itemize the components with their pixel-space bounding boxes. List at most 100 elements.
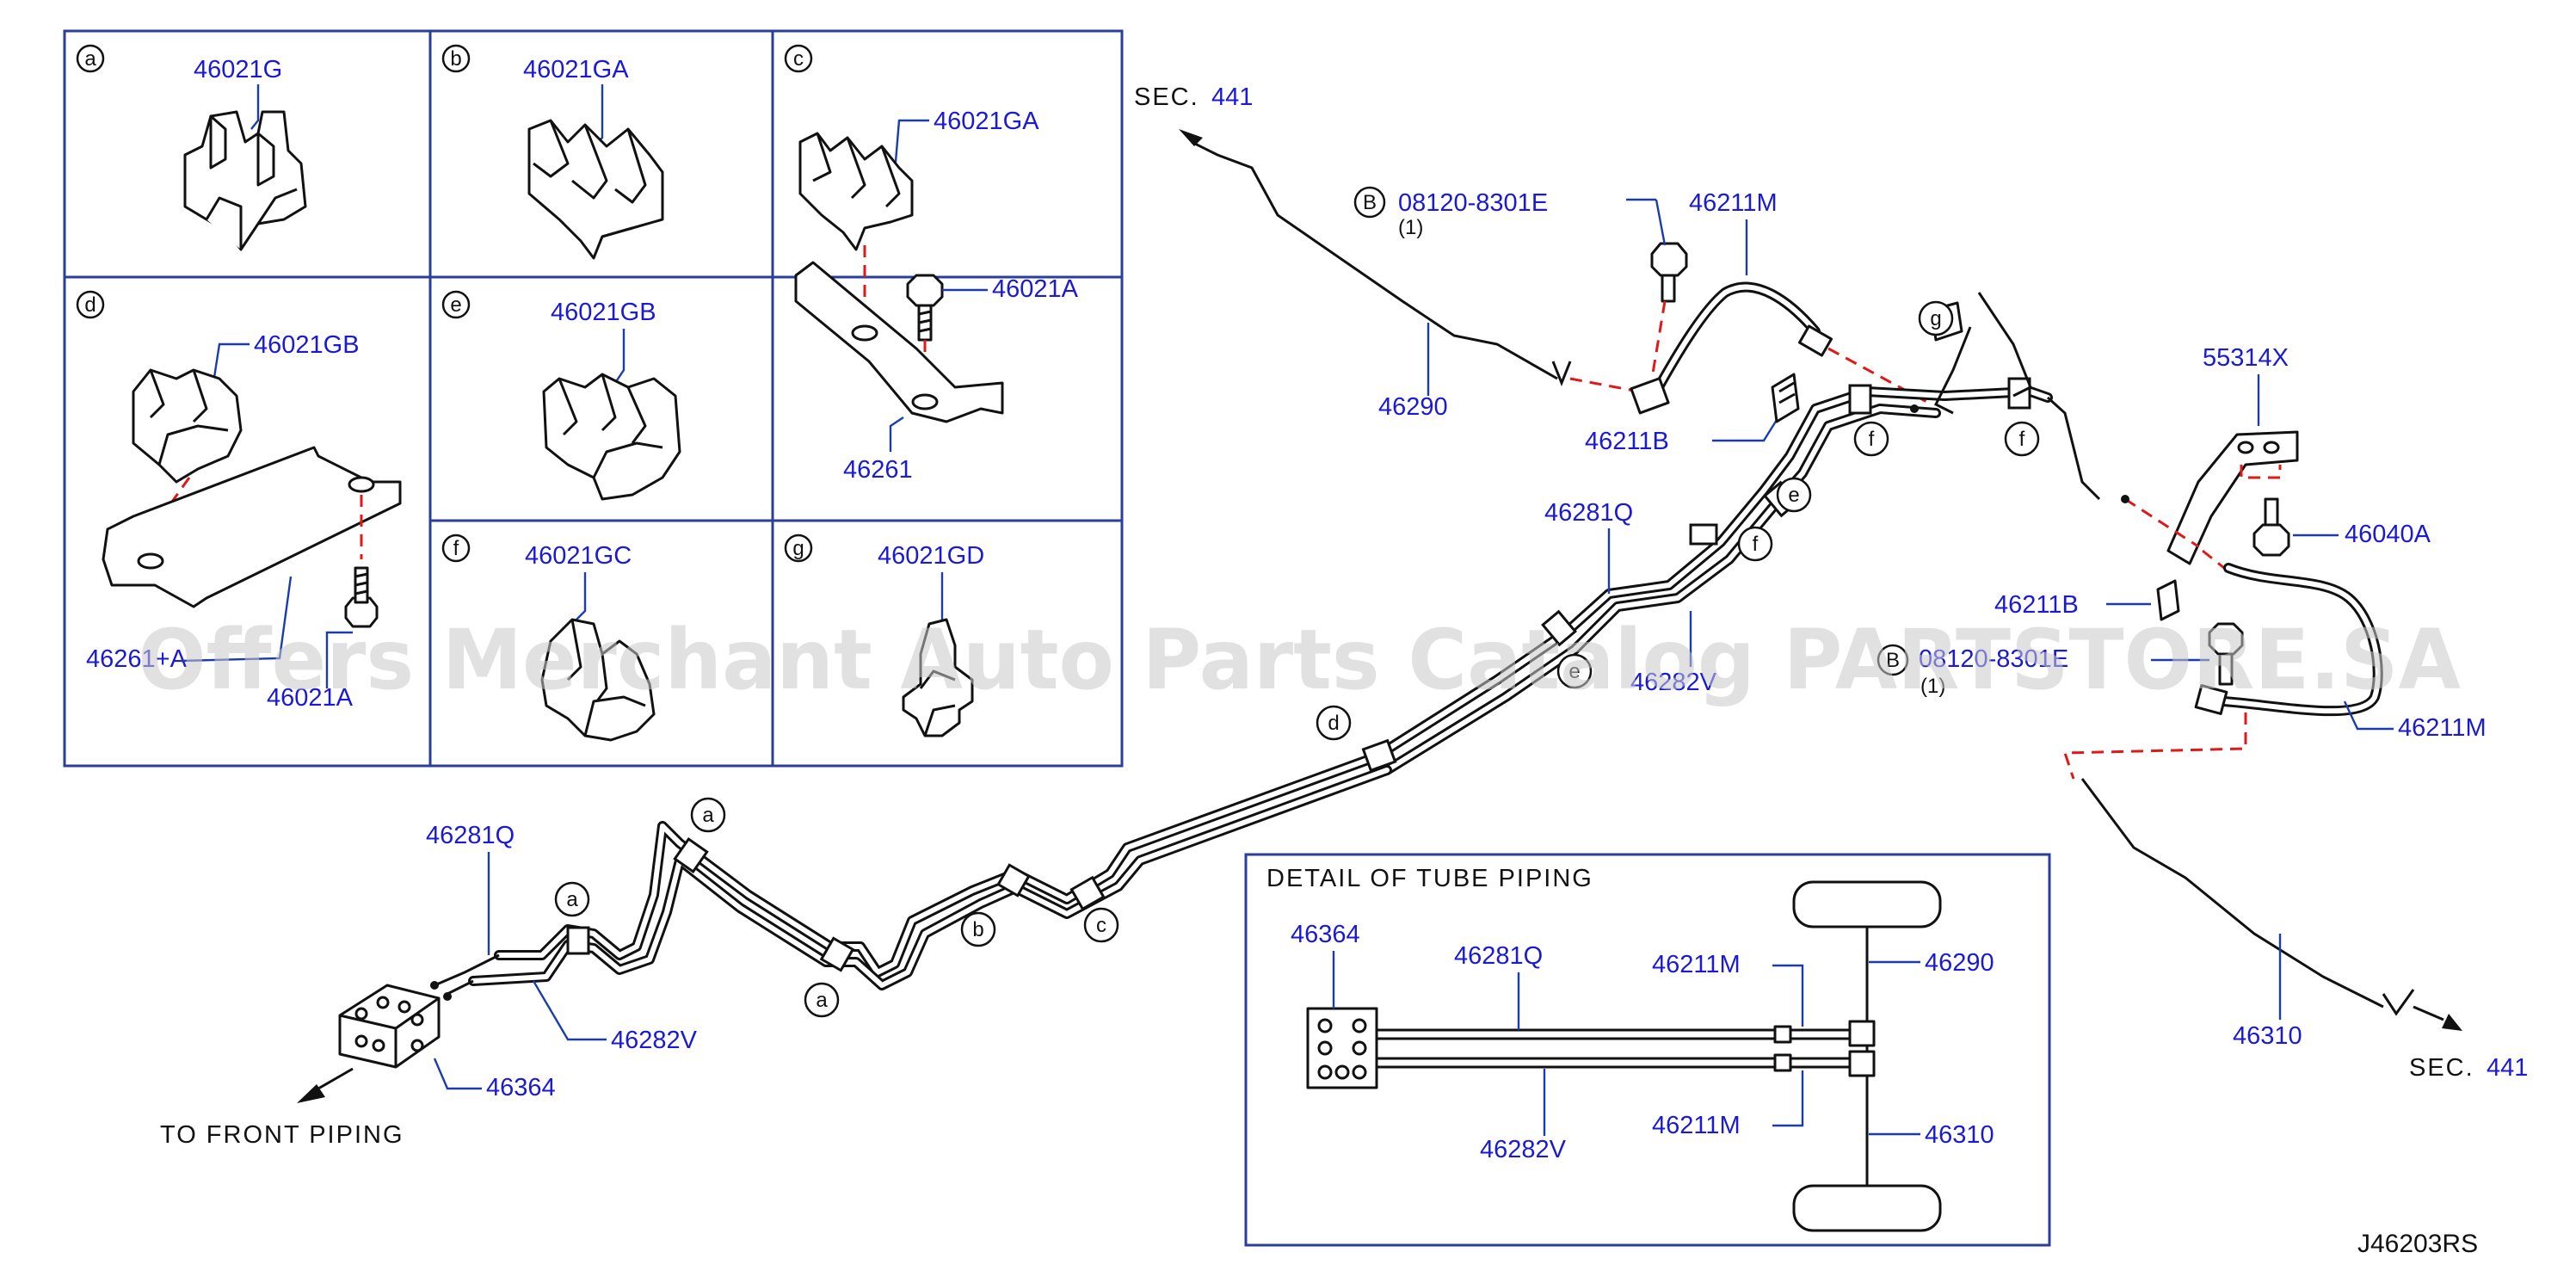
- detail-frame: [1244, 853, 2051, 1247]
- tube-46290-label: 46290: [1378, 393, 1448, 421]
- marker-f2: f: [2019, 428, 2025, 451]
- clip-b: [996, 863, 1031, 898]
- bolt-top-qty: (1): [1398, 216, 1423, 239]
- panel-e-part: 46021GB: [551, 299, 656, 326]
- bolt-top-marker: B: [1363, 191, 1377, 214]
- clip-f1: [1848, 384, 1872, 415]
- clip-d: [1361, 738, 1397, 773]
- tube-46310-label: 46310: [2233, 1022, 2302, 1050]
- bolt-top-code: 08120-8301E: [1398, 189, 1548, 217]
- sec-bottom-number: 441: [2487, 1054, 2528, 1082]
- hose-top-label: 46211M: [1689, 189, 1778, 217]
- panel-c-bolt: 46021A: [992, 275, 1079, 303]
- drawing-code: J46203RS: [2357, 1230, 2478, 1258]
- panels-frame: [63, 29, 1124, 768]
- sec-top-label: SEC.: [1134, 83, 1199, 111]
- tube-46310: [2080, 778, 2384, 1009]
- detail-wheel-bottom: [1792, 1184, 1942, 1232]
- panel-f-letter: f: [453, 537, 459, 560]
- detail-hose-upper-label: 46211M: [1652, 951, 1741, 978]
- bolt-mid-qty: (1): [1920, 675, 1945, 698]
- clip-a1: [673, 836, 709, 874]
- bolt-mid-icon: [2208, 622, 2244, 686]
- clip-46211b-top-label: 46211B: [1585, 428, 1669, 455]
- clip-letter-markers: g f f e f e d a a a b c: [554, 300, 2040, 1018]
- clip-c: [1069, 875, 1106, 911]
- panel-b-part: 46021GA: [523, 56, 629, 83]
- panel-d-letter: d: [84, 293, 96, 317]
- panel-c-bracket: 46261: [843, 456, 913, 484]
- panel-f: f 46021GC: [441, 534, 656, 742]
- bolt-46021a-c-icon: [906, 274, 944, 342]
- clip-46021g-icon: [183, 110, 307, 251]
- panel-a-letter: a: [84, 47, 96, 71]
- clip-e2: [1541, 609, 1577, 647]
- tube-282-lower-label: 46282V: [611, 1027, 698, 1054]
- marker-b: b: [972, 918, 983, 941]
- detail-wheel-top: [1792, 880, 1942, 928]
- clip-46021gb-e-icon: [542, 373, 681, 501]
- tube-281-upper-label: 46281Q: [1544, 499, 1633, 527]
- front-arrow-icon: [297, 1084, 325, 1103]
- bracket-55314x-icon: [2166, 430, 2299, 565]
- detail-tube-upper-label: 46290: [1925, 949, 1994, 977]
- marker-c: c: [1096, 914, 1106, 937]
- clip-46211b-right-label: 46211B: [1994, 591, 2079, 619]
- panel-b: b 46021GA: [441, 44, 664, 260]
- marker-a3: a: [816, 989, 828, 1012]
- clip-a2: [566, 926, 590, 955]
- marker-a2: a: [566, 888, 578, 911]
- bolt-mid-code: 08120-8301E: [1919, 645, 2068, 673]
- detail-tube-piping: DETAIL OF TUBE PIPING 46364 46281Q 46282…: [1244, 853, 2051, 1247]
- junction-label: 46364: [486, 1074, 556, 1101]
- tube-281-lower-label: 46281Q: [426, 822, 515, 849]
- tube-46281q-lower: [494, 752, 1380, 978]
- panel-e: e 46021GB: [441, 290, 681, 501]
- panel-g-part: 46021GD: [878, 542, 984, 570]
- panel-d-bolt: 46021A: [267, 684, 354, 712]
- bolt-46040a-icon: [2252, 497, 2290, 557]
- bracket-46261-icon: [794, 261, 1004, 423]
- clip-panels-grid: a 46021G b 46021GA: [63, 29, 1124, 768]
- detail-title: DETAIL OF TUBE PIPING: [1266, 865, 1593, 892]
- marker-g: g: [1930, 307, 1941, 330]
- tube-282-upper-label: 46282V: [1630, 669, 1717, 696]
- clip-46021gb-d-icon: [132, 368, 243, 484]
- clip-46021ga-icon: [527, 119, 664, 260]
- tube-46290: [1191, 140, 1558, 380]
- marker-a1: a: [702, 804, 714, 827]
- watermark: Offers Merchant Auto Parts Catalog PARTS…: [138, 612, 2461, 708]
- sec-top-number: 441: [1211, 83, 1253, 111]
- marker-f3: f: [1753, 533, 1759, 556]
- panel-c-letter: c: [793, 47, 804, 71]
- panel-a: a 46021G: [76, 44, 307, 251]
- clip-46021gd-icon: [902, 618, 974, 737]
- clip-a3: [819, 936, 855, 972]
- sec-top-arrow-icon: [1179, 129, 1203, 146]
- detail-hose-lower-label: 46211M: [1652, 1112, 1741, 1139]
- sec-bottom-label: SEC.: [2409, 1054, 2474, 1082]
- panel-d-bracket: 46261+A: [86, 645, 188, 673]
- detail-junction-label: 46364: [1291, 921, 1360, 948]
- panel-g-letter: g: [792, 537, 804, 560]
- bracket-55314x-label: 55314X: [2203, 344, 2289, 372]
- panel-b-letter: b: [450, 47, 461, 71]
- marker-f1: f: [1869, 428, 1875, 451]
- bolt-46040a-label: 46040A: [2345, 521, 2431, 548]
- clip-46021ga-c-icon: [798, 132, 914, 251]
- clip-46021gc-icon: [540, 618, 656, 742]
- sec-bottom-arrow-icon: [2442, 1014, 2462, 1031]
- panel-a-part: 46021G: [194, 56, 282, 83]
- bolt-mid-marker: B: [1886, 649, 1900, 672]
- bolt-46021a-d-icon: [344, 566, 379, 628]
- panel-f-part: 46021GC: [525, 542, 632, 570]
- junction-46364-icon: [338, 984, 441, 1069]
- panel-d-part: 46021GB: [254, 331, 360, 359]
- marker-e1: e: [1788, 484, 1799, 507]
- main-piping: SEC. 441 46290 B 08120-8301E (1) 46211M …: [160, 83, 2528, 1149]
- panel-g: g 46021GD: [784, 534, 984, 737]
- panel-c-part: 46021GA: [934, 108, 1039, 135]
- marker-e2: e: [1568, 660, 1580, 683]
- detail-tube-lower-label: 46310: [1925, 1121, 1994, 1149]
- detail-tube-282-label: 46282V: [1480, 1136, 1567, 1163]
